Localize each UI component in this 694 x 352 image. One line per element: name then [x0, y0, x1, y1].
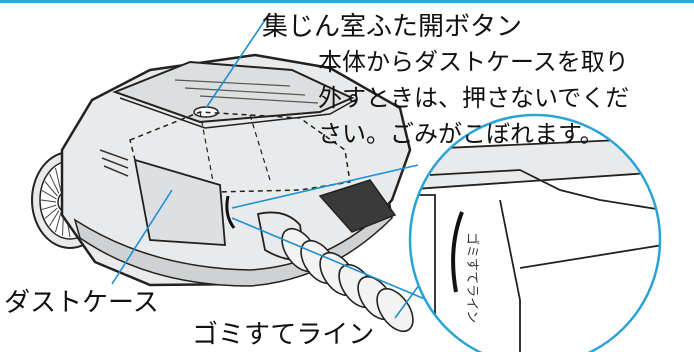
zoom-discard-line-text: ゴミすてライン: [464, 232, 480, 323]
hose-neck: [318, 179, 397, 233]
magnified-detail-circle: ゴミすてライン: [408, 113, 662, 352]
caution-note: 本体からダストケースを取り 外すときは、押さないでくだ さい。ごみがこぼれます。: [318, 44, 629, 152]
leader-zoom-top: [231, 164, 419, 209]
leader-button: [205, 19, 266, 109]
note-line-2: 外すときは、押さないでくだ: [318, 84, 630, 112]
zoom-circle-border: [408, 113, 662, 352]
label-dust-case: ダストケース: [4, 288, 159, 318]
leader-dust-case: [111, 189, 173, 285]
dust-case-panel: [133, 158, 226, 246]
note-line-3: さい。ごみがこぼれます。: [318, 120, 604, 148]
top-lid: [112, 60, 355, 124]
dust-case-dashed-outline: [129, 111, 351, 193]
discard-line-mark: [451, 211, 464, 293]
label-lid-open-button: 集じん室ふた開ボタン: [262, 12, 523, 42]
top-accent-rule: [0, 0, 694, 3]
label-discard-line: ゴミすてライン: [192, 320, 375, 350]
note-line-1: 本体からダストケースを取り: [318, 48, 629, 76]
